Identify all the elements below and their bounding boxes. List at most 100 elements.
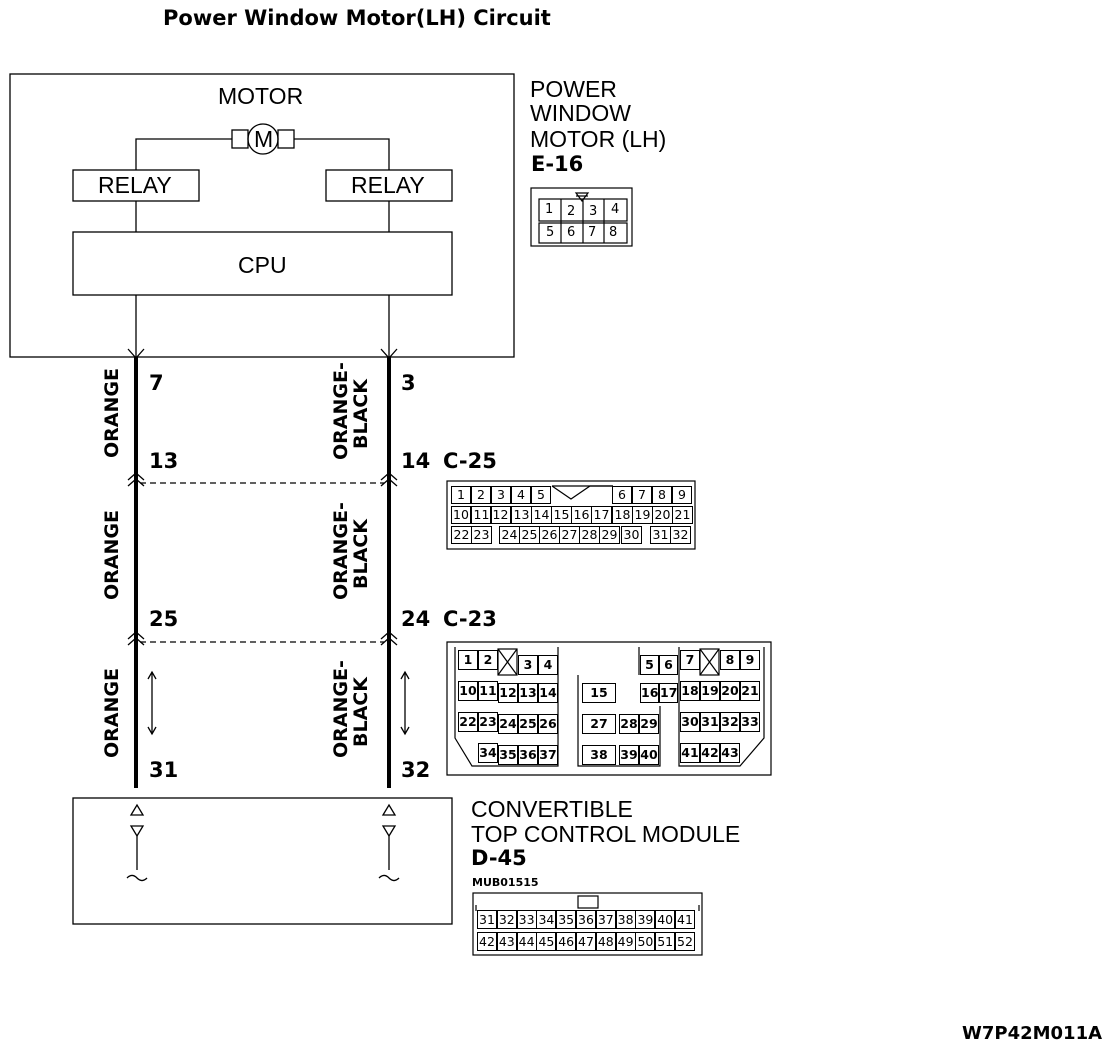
c23-pin: 2 xyxy=(478,650,498,670)
c23-pin: 22 xyxy=(458,712,478,732)
diagram-title: Power Window Motor(LH) Circuit xyxy=(163,6,551,30)
e16-pin: 2 xyxy=(567,204,576,219)
c25-pin: 23 xyxy=(471,526,492,544)
motor-unit-box xyxy=(9,73,515,358)
c25-pin: 16 xyxy=(571,506,592,524)
pin-number: 24 xyxy=(401,607,431,631)
c23-pin: 42 xyxy=(700,743,720,763)
c23-pin: 34 xyxy=(478,743,498,763)
wire-color-line2: BLACK xyxy=(349,677,372,747)
cpu-label: CPU xyxy=(238,252,287,278)
d45-pin: 49 xyxy=(615,932,636,951)
c23-pin: 19 xyxy=(700,681,720,701)
c25-pin: 3 xyxy=(491,486,511,504)
module-name-line2: TOP CONTROL MODULE xyxy=(471,821,741,847)
c23-pin: 25 xyxy=(518,714,538,734)
c23-pin: 30 xyxy=(680,712,700,732)
d45-pin: 52 xyxy=(675,932,695,951)
d45-pin: 31 xyxy=(477,910,497,929)
wire-color-line1: ORANGE- xyxy=(330,660,352,758)
wire-color-line1: ORANGE- xyxy=(330,362,352,460)
c25-pin: 29 xyxy=(599,526,620,544)
c23-pin: 35 xyxy=(498,745,518,765)
d45-pin: 40 xyxy=(655,910,676,929)
c23-pin: 31 xyxy=(700,712,720,732)
pin-number: 3 xyxy=(401,371,416,395)
d45-connector-id: D-45 xyxy=(471,846,527,870)
c23-pin: 16 xyxy=(640,683,659,703)
pin-number: 31 xyxy=(149,758,179,782)
e16-pin: 8 xyxy=(609,225,618,240)
d45-pin: 37 xyxy=(595,910,616,929)
wire-color-label: ORANGE-BLACK xyxy=(330,660,372,758)
c23-pin: 6 xyxy=(659,655,678,675)
d45-pin: 41 xyxy=(675,910,695,929)
c23-pin: 5 xyxy=(640,655,659,675)
c25-pin: 19 xyxy=(632,506,653,524)
pin-number: 25 xyxy=(149,607,179,631)
c23-connector-id: C-23 xyxy=(443,607,497,631)
relay-left-label: RELAY xyxy=(98,172,172,198)
c25-pin: 28 xyxy=(579,526,600,544)
e16-pin: 1 xyxy=(545,202,554,217)
c25-pin: 10 xyxy=(451,506,471,524)
motor-symbol xyxy=(247,123,279,155)
c25-pin: 7 xyxy=(632,486,652,504)
c25-pin: 31 xyxy=(650,526,671,544)
c23-pin: 40 xyxy=(639,745,659,765)
wire-color-line2: BLACK xyxy=(349,379,372,449)
d45-pin: 33 xyxy=(516,910,537,929)
c23-pin: 23 xyxy=(478,712,498,732)
cpu-box xyxy=(72,231,453,296)
c25-pin: 8 xyxy=(652,486,672,504)
c23-pin: 43 xyxy=(720,743,740,763)
c23-pin: 14 xyxy=(538,683,558,703)
wire-color-line2: BLACK xyxy=(349,519,372,589)
c23-pin: 12 xyxy=(498,683,518,703)
c23-pin: 4 xyxy=(538,655,558,675)
c25-pin: 26 xyxy=(539,526,560,544)
component-name-line1: POWER xyxy=(530,76,617,102)
e16-pin: 3 xyxy=(589,204,598,219)
e16-pin: 7 xyxy=(588,225,597,240)
c25-pin: 14 xyxy=(531,506,552,524)
wire-color-label: ORANGE xyxy=(101,510,123,600)
figure-code: W7P42M011A xyxy=(962,1023,1102,1044)
wire-color-label: ORANGE-BLACK xyxy=(330,502,372,600)
c23-pin: 39 xyxy=(619,745,639,765)
part-code: MUB01515 xyxy=(472,876,539,889)
pin-number: 32 xyxy=(401,758,431,782)
motor-m-symbol: M xyxy=(254,126,274,152)
c23-pin: 9 xyxy=(740,650,760,670)
c23-pin: 38 xyxy=(582,745,616,765)
c23-pin: 41 xyxy=(680,743,700,763)
wire-color-label: ORANGE-BLACK xyxy=(330,362,372,460)
c25-pin: 12 xyxy=(490,506,511,524)
c23-pin: 18 xyxy=(680,681,700,701)
c25-pin: 11 xyxy=(471,506,492,524)
c23-pin: 13 xyxy=(518,683,538,703)
c25-pin: 9 xyxy=(672,486,692,504)
d45-pin: 47 xyxy=(576,932,596,951)
d45-pin: 46 xyxy=(556,932,577,951)
motor-label: MOTOR xyxy=(218,83,304,109)
control-module-box xyxy=(72,797,453,925)
pin-number: 13 xyxy=(149,449,179,473)
c23-pin: 27 xyxy=(582,714,616,734)
d45-pin: 48 xyxy=(595,932,616,951)
wire-color-label: ORANGE xyxy=(101,668,123,758)
e16-pin: 6 xyxy=(567,225,576,240)
c23-pin: 21 xyxy=(740,681,760,701)
d45-pin: 42 xyxy=(477,932,497,951)
d45-pin: 39 xyxy=(635,910,656,929)
c23-pin: 37 xyxy=(538,745,558,765)
e16-pin: 5 xyxy=(546,225,555,240)
c25-pin: 30 xyxy=(621,526,642,544)
component-name-line2: WINDOW xyxy=(530,100,631,126)
c23-pin: 29 xyxy=(639,714,659,734)
wire-color-label: ORANGE xyxy=(101,368,123,458)
c25-pin: 5 xyxy=(531,486,551,504)
c25-pin: 2 xyxy=(471,486,491,504)
c25-pin: 15 xyxy=(551,506,572,524)
